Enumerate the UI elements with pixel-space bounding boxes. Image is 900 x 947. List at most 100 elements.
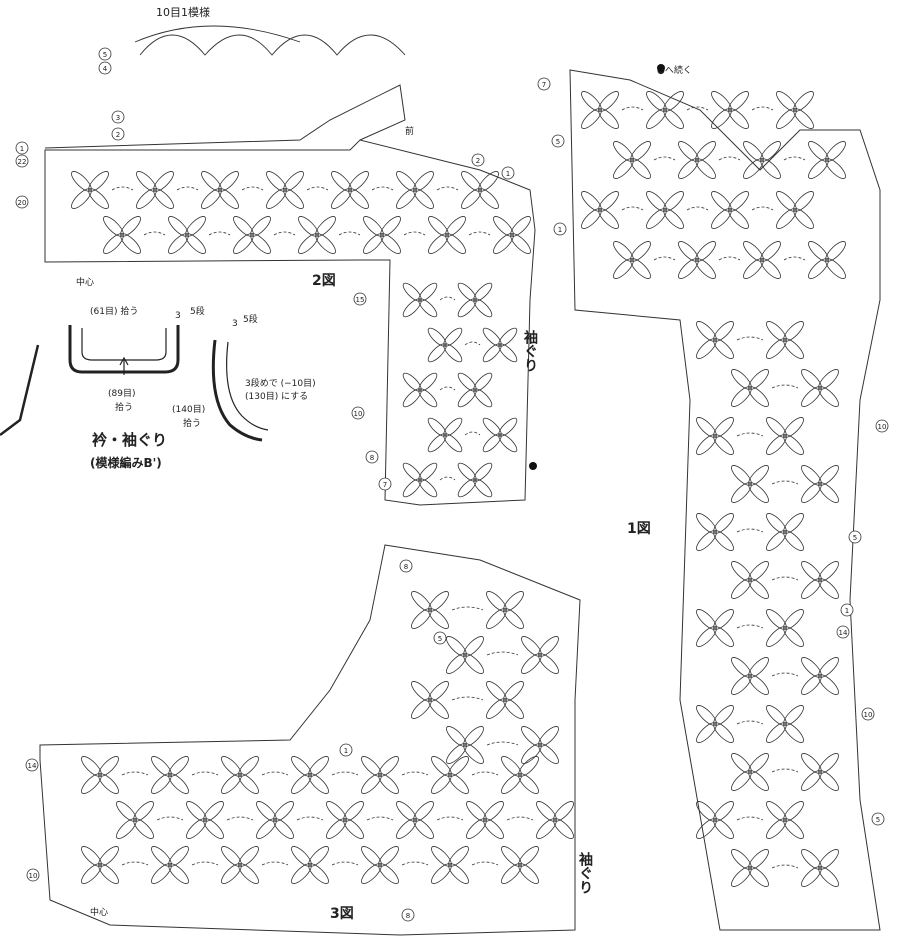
- armhole-band: [211, 339, 263, 442]
- row-marker-number: 1: [845, 607, 849, 615]
- row-marker-number: 1: [558, 226, 562, 234]
- leaf-motif: [457, 282, 493, 318]
- chain-stitch-line: [686, 206, 709, 211]
- leaf-motif: [696, 417, 734, 455]
- row-marker-number: 14: [839, 629, 848, 637]
- chain-stitch-line: [771, 480, 799, 485]
- leaf-motif: [696, 513, 734, 551]
- leaf-motif: [291, 846, 329, 884]
- row-marker-number: 4: [103, 65, 108, 73]
- chain-stitch-line: [771, 768, 799, 773]
- schematic-title: 衿・袖ぐり: [92, 431, 167, 449]
- leaf-motif: [168, 216, 206, 254]
- leaf-motif: [801, 753, 839, 791]
- fig3-outline: [39, 544, 581, 936]
- fig2-armhole-label: 袖ぐり: [522, 329, 538, 372]
- chain-stitch-line: [143, 231, 166, 236]
- leaf-motif: [711, 91, 749, 129]
- chain-stitch-line: [771, 864, 799, 869]
- chain-stitch-line: [436, 186, 459, 191]
- stitch-motif-layer: [71, 91, 846, 887]
- chain-stitch-line: [464, 431, 481, 436]
- row-marker-circle: [378, 477, 392, 491]
- neck-rows-c: 3: [232, 319, 238, 329]
- leaf-motif: [766, 417, 804, 455]
- chain-stitch-line: [751, 106, 774, 111]
- row-marker-number: 5: [556, 138, 560, 146]
- row-marker-circle: [353, 292, 367, 306]
- leaf-motif: [801, 465, 839, 503]
- leaf-motif: [613, 241, 651, 279]
- leaf-motif: [363, 216, 401, 254]
- neck-pickup-arrow: [119, 356, 129, 375]
- neck-rows-a: 3: [175, 311, 181, 321]
- fig3-armhole-label: 袖ぐり: [577, 851, 593, 894]
- row-marker-number: 10: [878, 423, 887, 431]
- chain-stitch-line: [226, 816, 254, 821]
- leaf-motif: [402, 372, 438, 408]
- row-marker-number: 1: [344, 747, 348, 755]
- leaf-motif: [711, 191, 749, 229]
- leaf-motif: [428, 216, 466, 254]
- schematic-subtitle: (模様編みB'): [90, 455, 162, 470]
- neck-bottom-pickup: 拾う: [115, 401, 133, 413]
- chain-stitch-line: [486, 651, 519, 656]
- leaf-motif: [501, 756, 539, 794]
- leaf-motif: [103, 216, 141, 254]
- chain-stitch-line: [736, 336, 764, 341]
- leaf-motif: [427, 417, 463, 453]
- armhole-band-inner: [226, 341, 269, 431]
- row-marker-circle: [471, 153, 485, 167]
- leaf-motif: [581, 91, 619, 129]
- row-marker-circle: [399, 559, 413, 573]
- fig3-center-label: 中心: [90, 906, 108, 918]
- row-marker-number: 10: [864, 711, 873, 719]
- leaf-motif: [431, 846, 469, 884]
- leaf-motif: [486, 681, 524, 719]
- chain-stitch-line: [191, 861, 219, 866]
- row-marker-number: 5: [876, 816, 880, 824]
- row-marker-circle: [351, 406, 365, 420]
- row-marker-circle: [25, 758, 39, 772]
- chain-stitch-line: [451, 696, 484, 701]
- chain-stitch-line: [736, 624, 764, 629]
- chain-stitch-line: [718, 156, 741, 161]
- leaf-motif: [801, 369, 839, 407]
- leaf-motif: [501, 846, 539, 884]
- row-marker-number: 5: [853, 534, 857, 542]
- chain-stitch-line: [191, 771, 219, 776]
- row-marker-circle: [875, 419, 889, 433]
- schematic-pieces: [0, 325, 269, 442]
- leaf-motif: [221, 756, 259, 794]
- chain-stitch-line: [121, 861, 149, 866]
- fig2-collar-band: [44, 84, 406, 149]
- repeat-label: 10目1模様: [156, 5, 210, 19]
- chain-stitch-line: [468, 231, 491, 236]
- leaf-motif: [291, 756, 329, 794]
- row-marker-circle: [848, 530, 862, 544]
- leaf-motif: [536, 801, 574, 839]
- chain-stitch-line: [464, 341, 481, 346]
- leaf-motif: [186, 801, 224, 839]
- row-marker-circle: [501, 166, 515, 180]
- chain-stitch-line: [331, 861, 359, 866]
- leaf-motif: [743, 141, 781, 179]
- leaf-motif: [256, 801, 294, 839]
- leaf-motif: [411, 681, 449, 719]
- leaf-motif: [696, 609, 734, 647]
- row-marker-number: 10: [354, 410, 363, 418]
- top-edging-sample: [134, 25, 406, 56]
- chain-stitch-line: [176, 186, 199, 191]
- row-marker-number: 3: [116, 114, 120, 122]
- row-marker-circle: [840, 603, 854, 617]
- chain-stitch-line: [751, 206, 774, 211]
- fig3-label: 3図: [330, 906, 354, 922]
- neck-rows-b: 5段: [190, 305, 205, 317]
- row-marker-circle: [15, 154, 29, 168]
- leaf-motif: [731, 465, 769, 503]
- row-marker-circle: [433, 631, 447, 645]
- leaf-motif: [116, 801, 154, 839]
- chain-stitch-line: [686, 106, 709, 111]
- leaf-motif: [776, 191, 814, 229]
